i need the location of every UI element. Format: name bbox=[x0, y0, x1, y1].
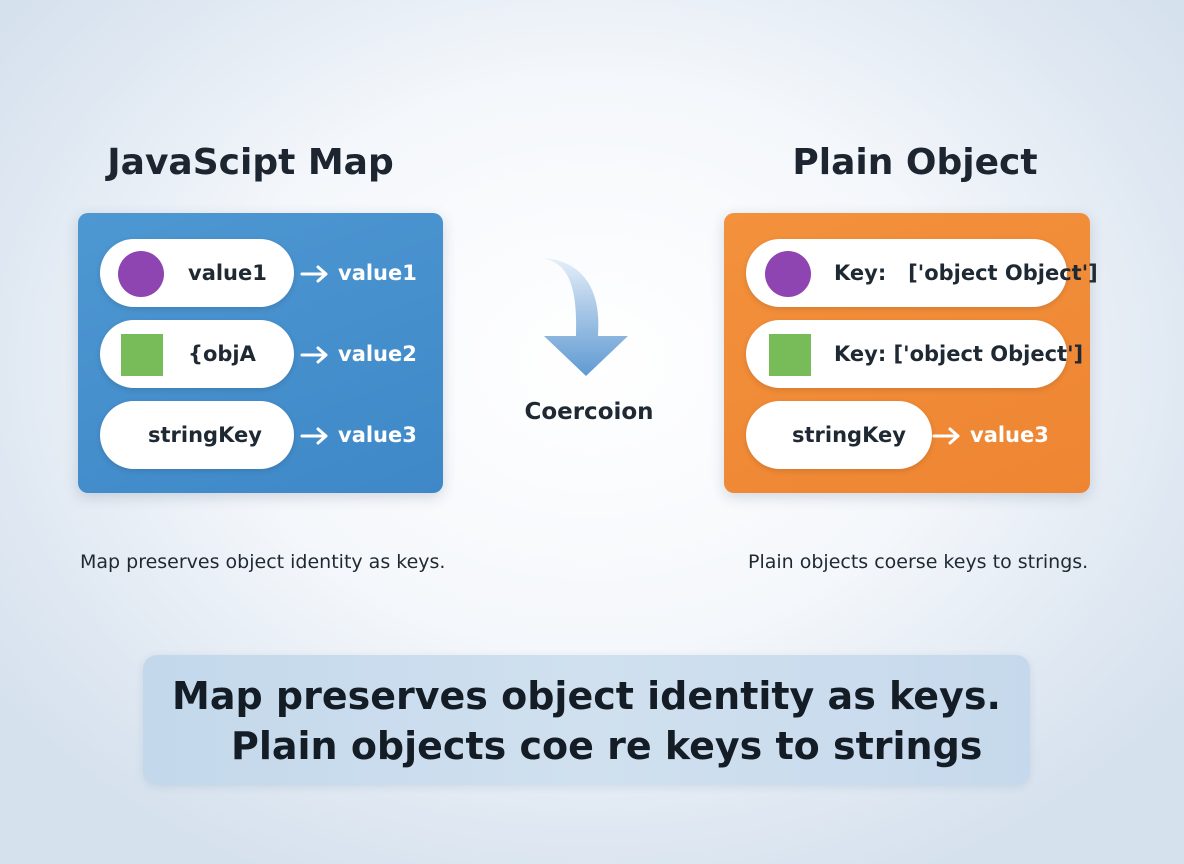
object-key-pill: stringKey bbox=[746, 401, 932, 469]
summary-line-1: Map preserves object identity as keys. bbox=[172, 674, 1001, 718]
right-arrow-icon bbox=[300, 346, 328, 364]
right-arrow-icon bbox=[300, 265, 328, 283]
purple-circle-icon bbox=[118, 251, 164, 297]
map-key-label: value1 bbox=[188, 261, 267, 285]
map-caption: Map preserves object identity as keys. bbox=[80, 551, 446, 573]
object-key-label: Key: ['object Object'] bbox=[834, 342, 1084, 366]
curved-down-arrow-icon bbox=[542, 258, 628, 376]
plain-object-panel: Key: ['object Object'] Key: ['object Obj… bbox=[724, 213, 1098, 493]
map-title: JavaScipt Map bbox=[107, 142, 394, 183]
map-key-label: stringKey bbox=[148, 423, 262, 447]
map-key-label: {objA bbox=[188, 342, 256, 366]
map-entry-value: value2 bbox=[300, 334, 417, 374]
object-value-label: value3 bbox=[970, 423, 1049, 447]
plain-object-title: Plain Object bbox=[792, 142, 1038, 183]
map-value-label: value2 bbox=[338, 342, 417, 366]
map-value-label: value3 bbox=[338, 423, 417, 447]
right-arrow-icon bbox=[932, 427, 960, 445]
map-value-label: value1 bbox=[338, 261, 417, 285]
map-panel: value1 value1 {objA value2 stringKey val… bbox=[78, 213, 443, 493]
summary-box: Map preserves object identity as keys. P… bbox=[143, 655, 1030, 785]
right-arrow-icon bbox=[300, 427, 328, 445]
purple-circle-icon bbox=[765, 251, 811, 297]
object-key-label: stringKey bbox=[792, 423, 906, 447]
map-entry-value: value3 bbox=[300, 415, 417, 455]
object-key-pill: Key: ['object Object'] bbox=[746, 320, 1083, 388]
map-key-pill: {objA bbox=[100, 320, 294, 388]
object-entry-value: value3 bbox=[932, 415, 1049, 455]
map-key-pill: stringKey bbox=[100, 401, 294, 469]
coercion-label: Coercoion bbox=[524, 399, 654, 425]
map-entry-value: value1 bbox=[300, 253, 417, 293]
green-square-icon bbox=[121, 334, 163, 376]
summary-line-2: Plain objects coe re keys to strings bbox=[231, 724, 983, 768]
object-key-pill: Key: ['object Object'] bbox=[746, 239, 1098, 307]
plain-object-caption: Plain objects coerse keys to strings. bbox=[748, 551, 1089, 573]
object-key-label: Key: ['object Object'] bbox=[834, 261, 1098, 285]
map-key-pill: value1 bbox=[100, 239, 294, 307]
green-square-icon bbox=[769, 334, 811, 376]
